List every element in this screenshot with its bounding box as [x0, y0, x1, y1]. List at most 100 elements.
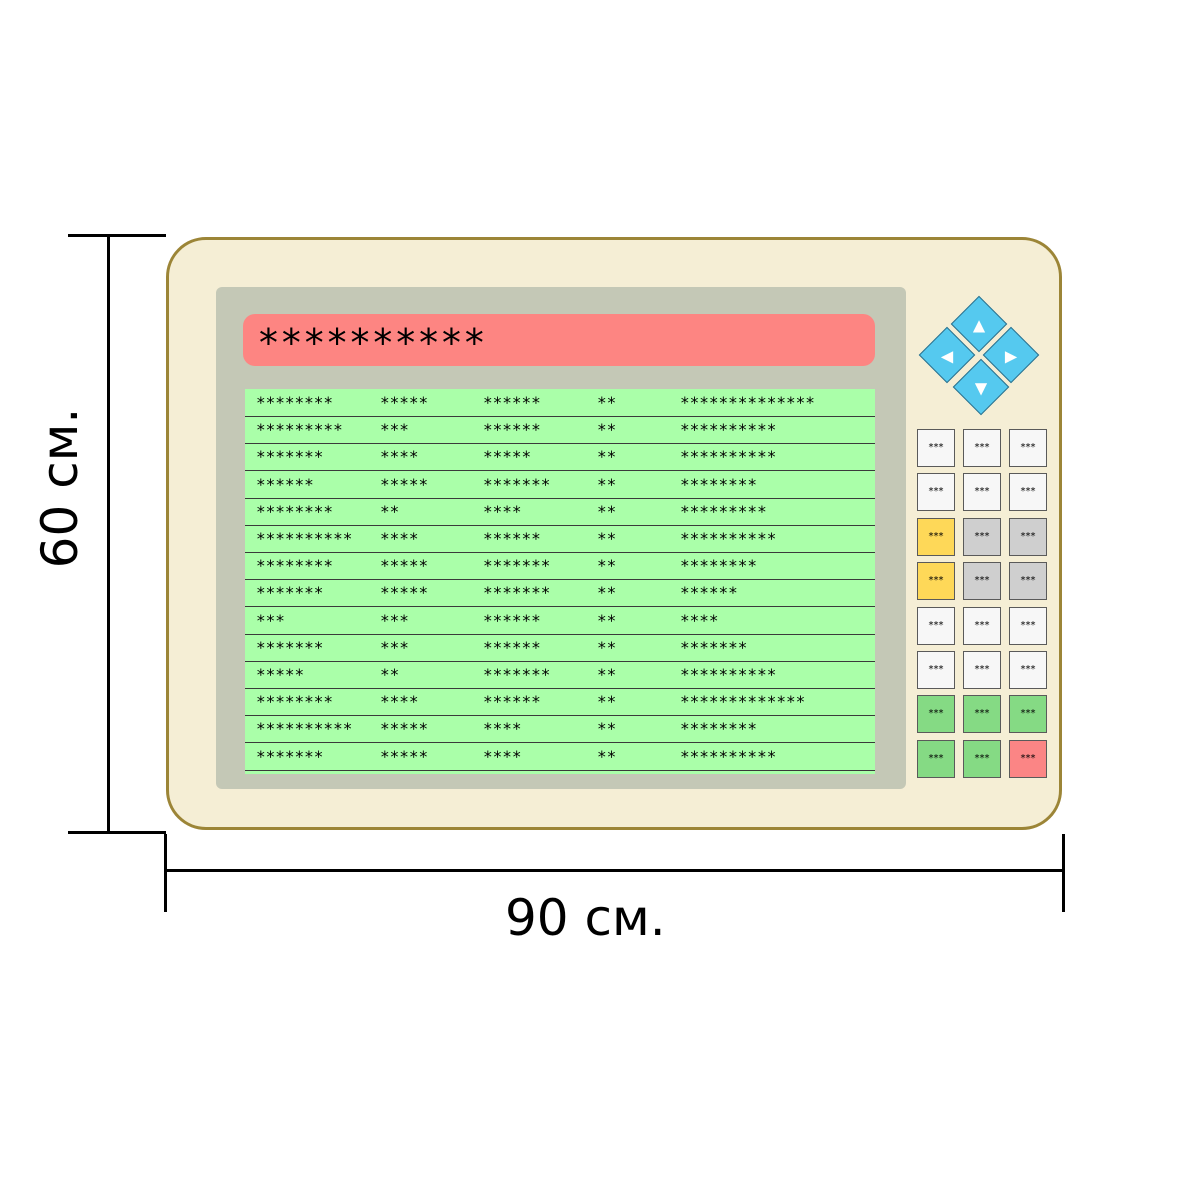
table-cell: ***: [380, 610, 409, 630]
table-cell: **: [380, 501, 400, 521]
table-cell: ******: [680, 583, 738, 603]
table-cell: ********: [680, 719, 758, 739]
table-cell: **********: [680, 665, 777, 684]
height-dimension-tick-top: [68, 234, 166, 237]
table-cell: **: [597, 719, 617, 739]
keypad-key-r3-c3[interactable]: ***: [1009, 517, 1047, 556]
table-cell: **********: [680, 420, 777, 440]
screen-title-bar: **********: [243, 314, 875, 366]
display-screen: ********** *****************************…: [216, 287, 906, 789]
table-cell: *****: [380, 474, 429, 494]
keypad-key-r6-c3[interactable]: ***: [1009, 651, 1047, 689]
table-cell: *****: [380, 393, 429, 412]
keypad-key-r8-c3[interactable]: ***: [1009, 739, 1047, 778]
table-cell: *****: [380, 556, 429, 576]
height-dimension-label: 60 см.: [31, 407, 89, 569]
table-cell: ********: [256, 692, 334, 712]
table-cell: **: [597, 420, 617, 440]
keypad-key-r6-c1[interactable]: ***: [917, 651, 955, 689]
table-row: ***************************: [245, 579, 875, 608]
width-dimension-line: [166, 869, 1064, 872]
table-cell: *******: [256, 637, 324, 657]
width-dimension-tick-right: [1062, 834, 1065, 912]
table-cell: ****: [680, 610, 719, 630]
table-row: ******************: [245, 607, 875, 635]
table-cell: ******: [483, 420, 541, 440]
keypad-key-r2-c1[interactable]: ***: [917, 473, 955, 512]
keypad-key-r3-c1[interactable]: ***: [917, 517, 955, 556]
keypad-key-r7-c3[interactable]: ***: [1009, 695, 1047, 734]
width-dimension-tick-left: [164, 834, 167, 912]
table-cell: **: [597, 637, 617, 657]
table-cell: *****: [380, 719, 429, 739]
table-cell: **: [597, 447, 617, 467]
table-cell: *****: [483, 447, 532, 467]
keypad-key-r4-c3[interactable]: ***: [1009, 562, 1047, 601]
keypad-key-r5-c2[interactable]: ***: [963, 606, 1001, 645]
table-cell: **: [380, 665, 400, 684]
table-cell: ********: [256, 501, 334, 521]
keypad-key-r1-c1[interactable]: ***: [917, 429, 955, 467]
table-cell: ******: [483, 393, 541, 412]
height-dimension-line: [107, 235, 110, 833]
table-cell: ******: [483, 637, 541, 657]
table-cell: **: [597, 665, 617, 684]
table-cell: ******: [483, 610, 541, 630]
table-cell: *********: [680, 501, 767, 521]
table-cell: **********: [256, 719, 353, 739]
table-cell: *******: [483, 583, 551, 603]
table-row: ***********************************: [245, 389, 875, 417]
data-table: ****************************************…: [245, 389, 875, 774]
keypad-key-r1-c3[interactable]: ***: [1009, 429, 1047, 467]
table-cell: *********: [256, 420, 343, 440]
table-cell: **: [597, 529, 617, 548]
keypad-key-r8-c1[interactable]: ***: [917, 739, 955, 778]
table-cell: ********: [256, 556, 334, 576]
keypad-key-r7-c1[interactable]: ***: [917, 695, 955, 734]
table-cell: *******: [256, 583, 324, 603]
table-cell: *****: [256, 665, 305, 684]
table-cell: ****: [380, 692, 419, 712]
keypad-key-r4-c2[interactable]: ***: [963, 562, 1001, 601]
table-cell: **: [597, 692, 617, 712]
table-cell: **********: [680, 529, 777, 548]
table-cell: **: [597, 393, 617, 412]
table-cell: **: [597, 556, 617, 576]
table-cell: ****: [380, 529, 419, 548]
keypad-key-r1-c2[interactable]: ***: [963, 429, 1001, 467]
keypad-key-r8-c2[interactable]: ***: [963, 739, 1001, 778]
table-row: *****************************: [245, 715, 875, 744]
table-cell: *************: [680, 692, 806, 712]
keypad-key-r3-c2[interactable]: ***: [963, 517, 1001, 556]
height-dimension-tick-bottom: [68, 831, 166, 834]
keypad-key-r2-c3[interactable]: ***: [1009, 473, 1047, 512]
table-cell: *******: [483, 665, 551, 684]
table-row: ****************************: [245, 443, 875, 472]
keypad-key-r4-c1[interactable]: ***: [917, 562, 955, 601]
table-cell: ******: [256, 474, 314, 494]
table-cell: **: [597, 501, 617, 521]
table-cell: ****: [483, 746, 522, 766]
table-row: ******************************: [245, 552, 875, 581]
table-row: ******************************: [245, 416, 875, 445]
keypad-key-r6-c2[interactable]: ***: [963, 651, 1001, 689]
table-cell: *******: [483, 474, 551, 494]
table-cell: *******: [483, 556, 551, 576]
table-cell: *****: [380, 746, 429, 766]
table-cell: **********: [680, 447, 777, 467]
table-row: *********************************: [245, 688, 875, 717]
keypad-key-r7-c2[interactable]: ***: [963, 695, 1001, 734]
keypad-key-r2-c2[interactable]: ***: [963, 473, 1001, 512]
table-cell: ********: [680, 556, 758, 576]
keypad-key-r5-c3[interactable]: ***: [1009, 606, 1047, 645]
table-cell: **: [597, 583, 617, 603]
table-row: ****************************: [245, 743, 875, 771]
table-cell: ******: [483, 692, 541, 712]
table-cell: ****: [483, 719, 522, 739]
table-cell: ***: [256, 610, 285, 630]
width-dimension-label: 90 см.: [505, 889, 666, 947]
table-cell: **********: [256, 529, 353, 548]
table-cell: ********: [680, 474, 758, 494]
keypad-key-r5-c1[interactable]: ***: [917, 606, 955, 645]
table-row: ****************************: [245, 471, 875, 499]
